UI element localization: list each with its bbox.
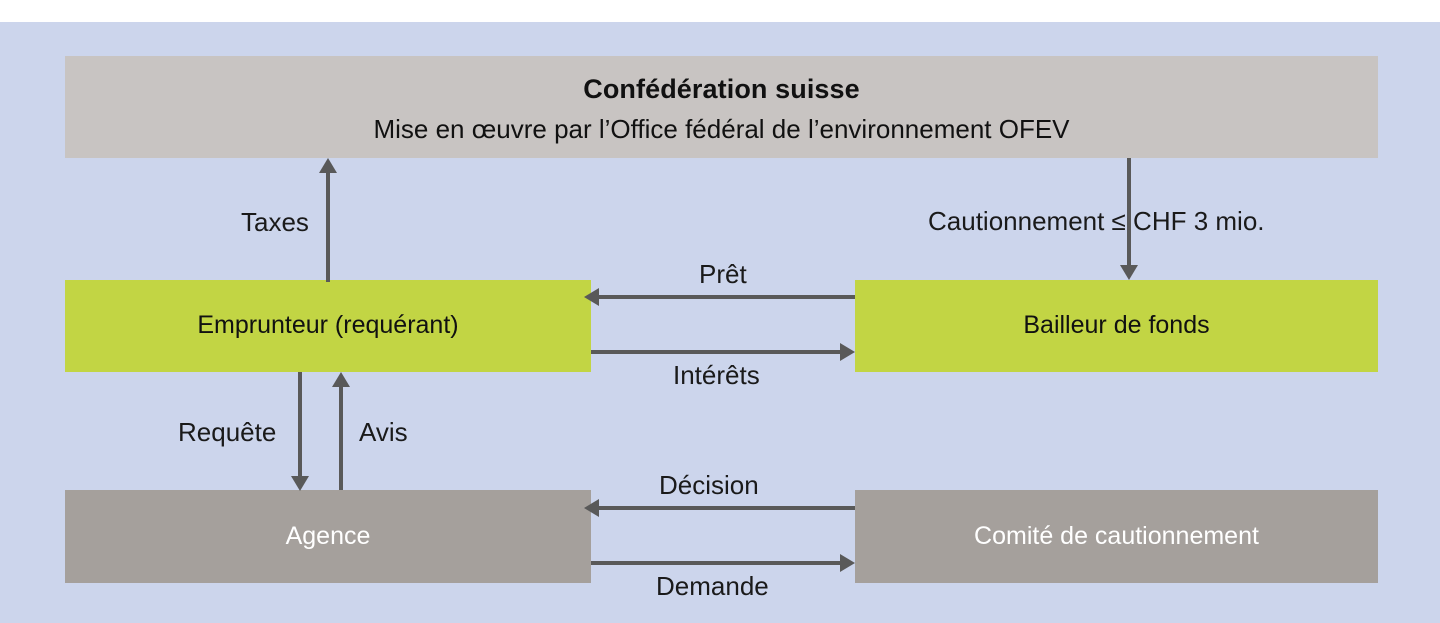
edge-taxes-line <box>326 172 330 282</box>
node-comite-label: Comité de cautionnement <box>974 521 1259 550</box>
node-bailleur-de-fonds: Bailleur de fonds <box>855 280 1378 372</box>
edge-requete-label: Requête <box>178 417 277 447</box>
node-confederation-title: Confédération suisse <box>583 73 860 104</box>
edge-avis-line <box>339 386 343 490</box>
edge-demande-label: Demande <box>656 571 769 601</box>
edge-interets-label: Intérêts <box>673 360 760 390</box>
node-emprunteur: Emprunteur (requérant) <box>65 280 591 372</box>
edge-taxes-label: Taxes <box>241 207 309 237</box>
node-confederation-subtitle: Mise en œuvre par l’Office fédéral de l’… <box>373 113 1070 144</box>
edge-avis-label: Avis <box>359 417 408 447</box>
node-agence: Agence <box>65 490 591 583</box>
edge-avis-arrowhead-icon <box>332 372 350 387</box>
edge-interets-line <box>591 350 841 354</box>
edge-decision-line <box>598 506 855 510</box>
edge-pret-line <box>598 295 855 299</box>
edge-requete-line <box>298 372 302 477</box>
node-emprunteur-label: Emprunteur (requérant) <box>197 311 459 340</box>
node-comite-de-cautionnement: Comité de cautionnement <box>855 490 1378 583</box>
node-confederation-suisse: Confédération suisse Mise en œuvre par l… <box>65 56 1378 158</box>
edge-taxes-arrowhead-icon <box>319 158 337 173</box>
edge-interets-arrowhead-icon <box>840 343 855 361</box>
edge-decision-arrowhead-icon <box>584 499 599 517</box>
edge-demande-arrowhead-icon <box>840 554 855 572</box>
edge-pret-label: Prêt <box>699 259 747 289</box>
node-bailleur-label: Bailleur de fonds <box>1023 311 1210 340</box>
edge-requete-arrowhead-icon <box>291 476 309 491</box>
edge-cautionnement-label: Cautionnement ≤ CHF 3 mio. <box>928 206 1265 236</box>
node-agence-label: Agence <box>285 521 371 550</box>
edge-cautionnement-line <box>1127 158 1131 266</box>
edge-cautionnement-arrowhead-icon <box>1120 265 1138 280</box>
edge-pret-arrowhead-icon <box>584 288 599 306</box>
edge-decision-label: Décision <box>659 470 759 500</box>
edge-demande-line <box>591 561 841 565</box>
